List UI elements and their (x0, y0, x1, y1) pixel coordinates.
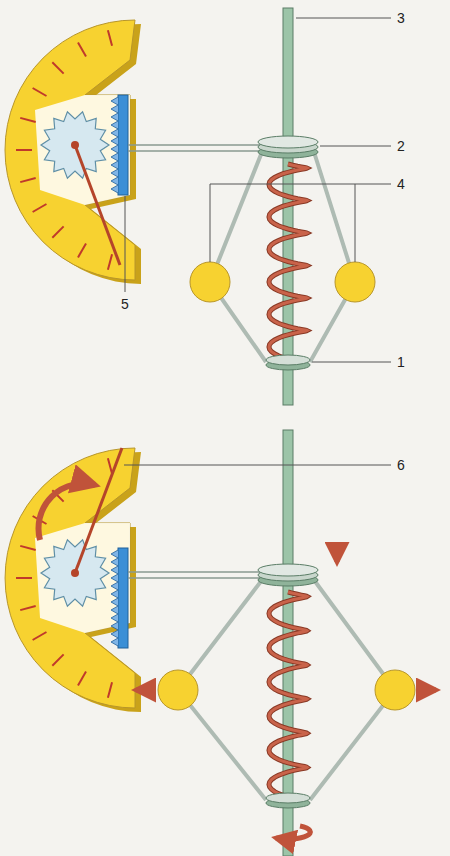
spring-coil (269, 164, 307, 359)
tick (108, 682, 112, 697)
collars-bottom (258, 564, 318, 808)
dial-bottom (5, 448, 141, 712)
balls-top (190, 262, 375, 302)
tick (20, 178, 35, 182)
dial-ticks (16, 458, 112, 698)
motion-arrows (136, 544, 436, 839)
collars-top (258, 136, 318, 370)
tick (78, 43, 86, 57)
tick (16, 577, 32, 579)
callout-number: 6 (395, 457, 407, 473)
rack-tooth (111, 105, 118, 113)
rack-tooth (111, 558, 118, 566)
rack-tooth (111, 622, 118, 630)
rack-tooth (111, 153, 118, 161)
rack-tooth (111, 550, 118, 558)
callout-number: 5 (119, 296, 131, 312)
dial-top (5, 20, 141, 284)
tick (33, 88, 47, 96)
tick (20, 546, 35, 550)
balls-bottom (158, 670, 415, 710)
shaft-bottom (283, 430, 293, 856)
rack-tooth (111, 582, 118, 590)
spring-coil (269, 592, 307, 797)
tick (78, 244, 86, 258)
rack-tooth (111, 177, 118, 185)
tick (108, 30, 112, 45)
gear-wheel (41, 540, 109, 606)
tick (33, 204, 47, 212)
spring-bottom (269, 592, 307, 797)
rack-tooth (111, 145, 118, 153)
rack-tooth (111, 129, 118, 137)
tick (52, 226, 63, 237)
rack-tooth (111, 185, 118, 193)
tick (20, 606, 35, 610)
tick (108, 254, 112, 269)
rack-teeth (111, 550, 118, 646)
callout-number: 3 (395, 10, 407, 26)
tick (52, 62, 63, 73)
tick (78, 672, 86, 686)
tick (52, 654, 63, 665)
dial-ticks (16, 30, 112, 270)
rack-teeth (111, 97, 118, 193)
rack-tooth (111, 113, 118, 121)
leader-lines-top (125, 18, 391, 362)
rack-tooth (111, 574, 118, 582)
rack-tooth (111, 137, 118, 145)
rack-tooth (111, 121, 118, 129)
tick (33, 632, 47, 640)
callout-number: 4 (395, 176, 407, 192)
spring-coil (269, 592, 307, 797)
rack-tooth (111, 606, 118, 614)
tick (108, 458, 112, 473)
rack-tooth (111, 614, 118, 622)
rack-tooth (111, 169, 118, 177)
spring-coil (269, 164, 307, 359)
rack-tooth (111, 630, 118, 638)
rod-top (128, 145, 262, 151)
rack-tooth (111, 598, 118, 606)
spring-top (269, 164, 307, 359)
rack-tooth (111, 638, 118, 646)
callout-number: 2 (395, 138, 407, 154)
tick (20, 118, 35, 122)
rack-tooth (111, 97, 118, 105)
arms-bottom (178, 580, 395, 800)
callout-number: 1 (395, 354, 407, 370)
leader-line-bottom (124, 465, 391, 466)
rack-tooth (111, 566, 118, 574)
tick (16, 149, 32, 151)
rod-bottom (128, 572, 262, 578)
gear-wheel (41, 112, 109, 178)
rack-tooth (111, 590, 118, 598)
rack-tooth (111, 161, 118, 169)
